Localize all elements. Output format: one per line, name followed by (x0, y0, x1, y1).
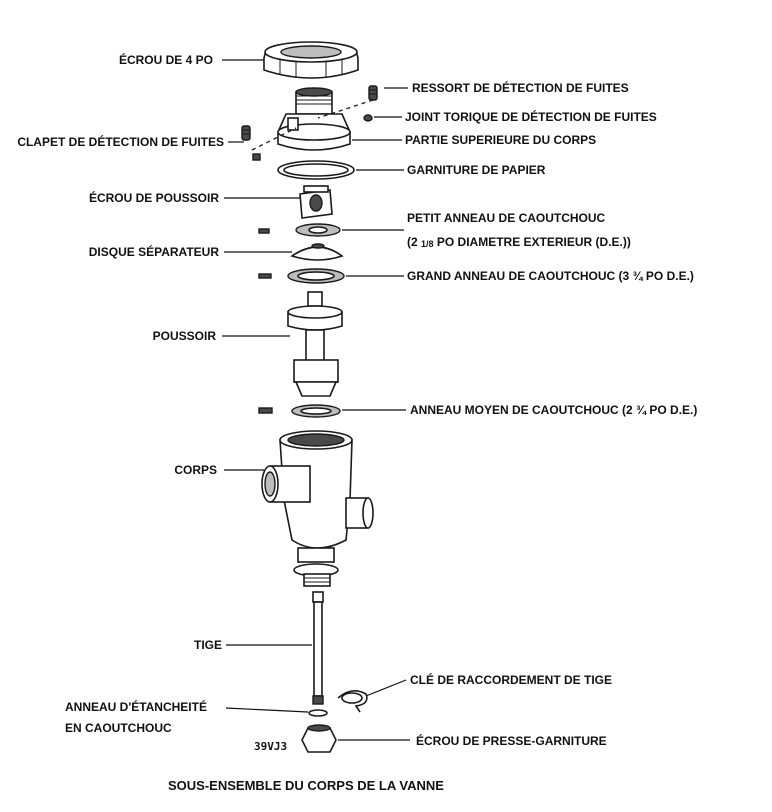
drawing-code: 39VJ3 (254, 740, 287, 753)
label-medium-ring: ANNEAU MOYEN DE CAOUTCHOUC (2 ¾ PO D.E.) (410, 403, 697, 417)
label-stem: TIGE (194, 638, 222, 652)
label-gland-nut: ÉCROU DE PRESSE-GARNITURE (416, 733, 607, 748)
stem-key-part (337, 690, 368, 713)
label-upper-body: PARTIE SUPERIEURE DU CORPS (405, 133, 596, 147)
upper-body-part (277, 87, 351, 151)
leak-oring-part (363, 114, 373, 122)
label-small-ring-line2: (2 1/8 PO DIAMETRE EXTERIEUR (D.E.)) (407, 235, 631, 249)
leader-stem-key (365, 679, 407, 697)
label-small-ring-line1: PETIT ANNEAU DE CAOUTCHOUC (407, 211, 606, 225)
label-seal-ring-line1: ANNEAU D'ÉTANCHEITÉ (65, 699, 207, 714)
small-ring-part (258, 223, 341, 237)
label-leak-valve: CLAPET DE DÉTECTION DE FUITES (17, 134, 224, 149)
label-plunger: POUSSOIR (153, 329, 217, 343)
label-paper-gasket: GARNITURE DE PAPIER (407, 163, 546, 177)
label-nut-4in: ÉCROU DE 4 PO (119, 52, 213, 67)
seal-ring-part (308, 709, 328, 717)
label-seal-ring-line2: EN CAOUTCHOUC (65, 721, 172, 735)
label-separator-disc: DISQUE SÉPARATEUR (89, 244, 220, 259)
nut-4in-part (263, 41, 359, 79)
diagram-caption: SOUS-ENSEMBLE DU CORPS DE LA VANNE (168, 778, 444, 793)
gland-nut-part (301, 724, 337, 753)
leak-spring-part (368, 85, 378, 101)
paper-gasket-part (277, 160, 355, 180)
plunger-part (287, 291, 343, 397)
leader-seal-ring (225, 707, 309, 713)
body-part (261, 430, 374, 587)
leak-valve-part (241, 125, 261, 161)
separator-disc-part (290, 243, 344, 261)
assembly-line-left (251, 127, 297, 151)
label-body: CORPS (174, 463, 217, 477)
plunger-nut-part (299, 185, 333, 219)
label-stem-key: CLÉ DE RACCORDEMENT DE TIGE (410, 672, 612, 687)
label-leak-oring: JOINT TORIQUE DE DÉTECTION DE FUITES (405, 109, 657, 124)
label-leak-spring: RESSORT DE DÉTECTION DE FUITES (412, 80, 629, 95)
label-plunger-nut: ÉCROU DE POUSSOIR (89, 190, 219, 205)
assembly-line-right (317, 99, 374, 119)
label-large-ring: GRAND ANNEAU DE CAOUTCHOUC (3 ¾ PO D.E.) (407, 269, 694, 283)
stem-part (312, 591, 324, 705)
large-ring-part (258, 268, 345, 284)
medium-ring-part (258, 404, 341, 418)
